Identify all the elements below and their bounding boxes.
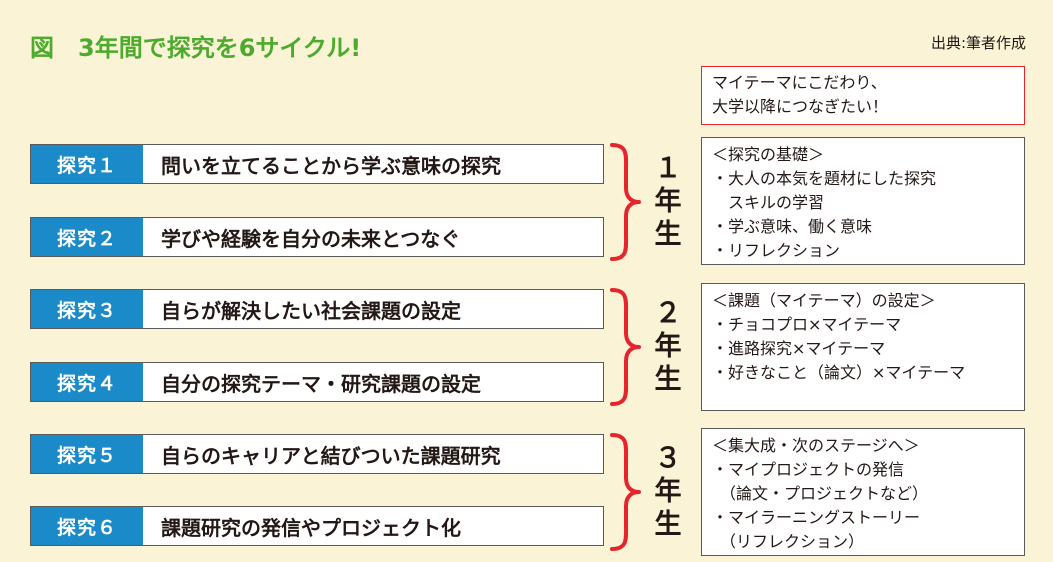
year-number: １ bbox=[654, 153, 682, 184]
year-sei: 生 bbox=[654, 509, 682, 540]
description-line: ・進路探究×マイテーマ bbox=[712, 339, 886, 358]
source-note: 出典:筆者作成 bbox=[930, 34, 1026, 52]
inquiry-row-5: 探究５ 自らのキャリアと結びついた課題研究 bbox=[30, 434, 604, 474]
year-2-description: ＜課題（マイテーマ）の設定＞ ・チョコプロ×マイテーマ ・進路探究×マイテーマ … bbox=[701, 283, 1025, 411]
year-sei: 生 bbox=[654, 364, 682, 395]
goal-box: マイテーマにこだわり、 大学以降につなぎたい！ bbox=[701, 66, 1025, 125]
year-2-brace bbox=[610, 288, 641, 406]
inquiry-row-4: 探究４ 自分の探究テーマ・研究課題の設定 bbox=[30, 362, 604, 402]
description-line: ・好きなこと（論文）×マイテーマ bbox=[712, 363, 966, 382]
year-nen: 年 bbox=[654, 331, 682, 362]
year-1-description: ＜探究の基礎＞ ・大人の本気を題材にした探究 スキルの学習 ・学ぶ意味、働く意味… bbox=[701, 137, 1025, 265]
description-line: ・マイラーニングストーリー bbox=[712, 508, 921, 527]
inquiry-tag: 探究４ bbox=[31, 363, 143, 401]
year-label-1: １ 年 生 bbox=[652, 152, 684, 251]
inquiry-text: 自らのキャリアと結びついた課題研究 bbox=[161, 443, 501, 468]
description-line: ・リフレクション bbox=[712, 241, 841, 260]
goal-line: マイテーマにこだわり、 bbox=[712, 73, 887, 92]
year-nen: 年 bbox=[654, 476, 682, 507]
year-label-2: ２ 年 生 bbox=[652, 297, 684, 396]
year-1-brace bbox=[610, 143, 641, 261]
description-line: ・チョコプロ×マイテーマ bbox=[712, 315, 902, 334]
year-3-brace bbox=[610, 433, 641, 551]
inquiry-row-6: 探究６ 課題研究の発信やプロジェクト化 bbox=[30, 506, 604, 546]
inquiry-tag: 探究１ bbox=[31, 145, 143, 183]
description-line: （リフレクション） bbox=[712, 532, 865, 551]
inquiry-tag: 探究５ bbox=[31, 435, 143, 473]
inquiry-row-2: 探究２ 学びや経験を自分の未来とつなぐ bbox=[30, 217, 604, 257]
description-line: ・学ぶ意味、働く意味 bbox=[712, 217, 873, 236]
inquiry-text: 自らが解決したい社会課題の設定 bbox=[161, 298, 461, 323]
description-line: ・大人の本気を題材にした探究 bbox=[712, 169, 937, 188]
year-nen: 年 bbox=[654, 186, 682, 217]
inquiry-text: 問いを立てることから学ぶ意味の探究 bbox=[161, 153, 501, 178]
year-3-description: ＜集大成・次のステージへ＞ ・マイプロジェクトの発信 （論文・プロジェクトなど）… bbox=[701, 428, 1025, 556]
inquiry-row-3: 探究３ 自らが解決したい社会課題の設定 bbox=[30, 289, 604, 329]
inquiry-text: 自分の探究テーマ・研究課題の設定 bbox=[161, 371, 481, 396]
description-line: スキルの学習 bbox=[712, 193, 825, 212]
description-line: ・マイプロジェクトの発信 bbox=[712, 460, 905, 479]
inquiry-tag: 探究２ bbox=[31, 218, 143, 256]
year-number: ３ bbox=[654, 443, 682, 474]
year-number: ２ bbox=[654, 298, 682, 329]
inquiry-row-1: 探究１ 問いを立てることから学ぶ意味の探究 bbox=[30, 144, 604, 184]
year-sei: 生 bbox=[654, 219, 682, 250]
figure-title: 図 3年間で探究を6サイクル! bbox=[30, 34, 362, 62]
description-line: ＜探究の基礎＞ bbox=[712, 145, 825, 164]
inquiry-tag: 探究３ bbox=[31, 290, 143, 328]
description-line: ＜集大成・次のステージへ＞ bbox=[712, 436, 920, 455]
goal-line: 大学以降につなぎたい！ bbox=[712, 97, 889, 116]
inquiry-text: 課題研究の発信やプロジェクト化 bbox=[161, 515, 461, 540]
description-line: （論文・プロジェクトなど） bbox=[712, 484, 929, 503]
inquiry-tag: 探究６ bbox=[31, 507, 143, 545]
year-label-3: ３ 年 生 bbox=[652, 442, 684, 541]
inquiry-text: 学びや経験を自分の未来とつなぐ bbox=[161, 226, 461, 251]
description-line: ＜課題（マイテーマ）の設定＞ bbox=[712, 291, 936, 310]
